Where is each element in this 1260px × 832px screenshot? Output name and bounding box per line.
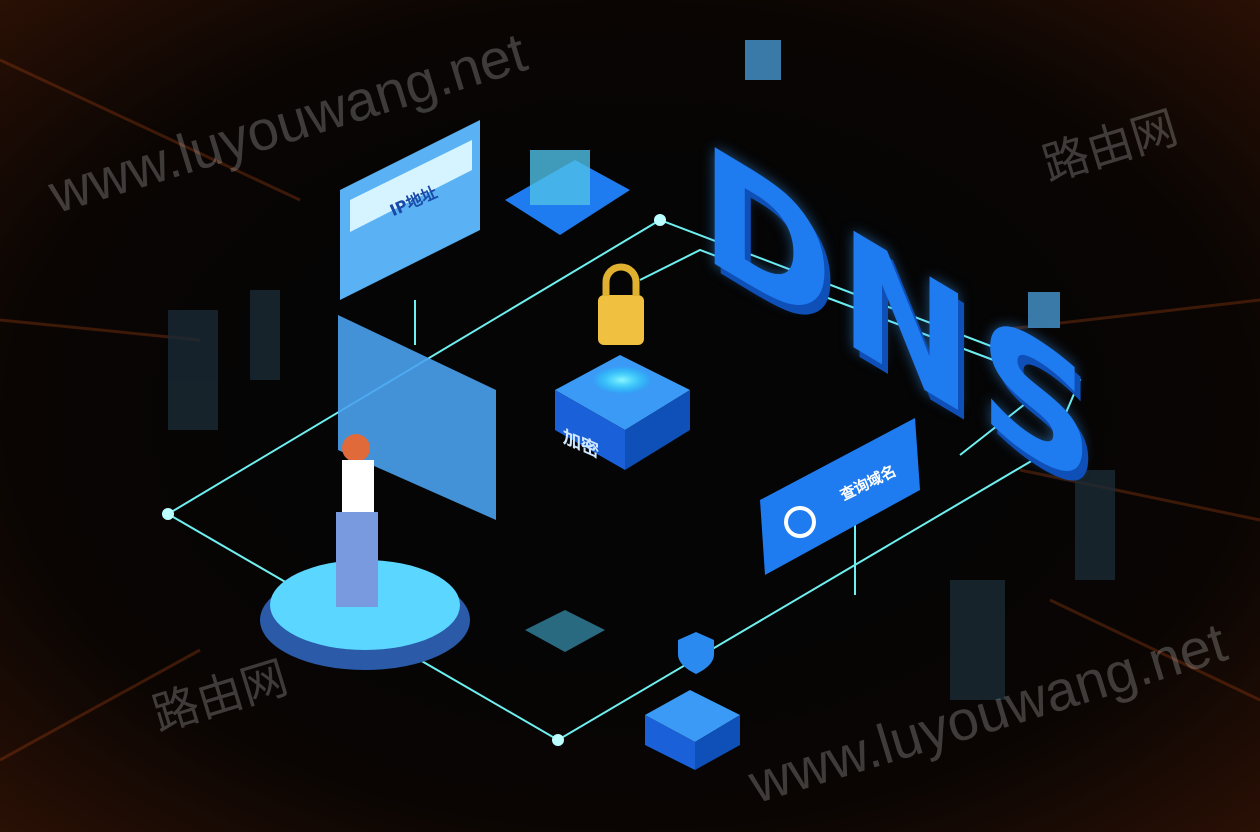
query-card bbox=[760, 418, 920, 575]
screen-panel bbox=[338, 315, 496, 520]
search-icon bbox=[784, 506, 816, 538]
cube bbox=[1028, 292, 1060, 328]
bg-towers bbox=[168, 290, 1115, 700]
cube bbox=[745, 40, 781, 80]
network-nodes bbox=[162, 214, 1056, 746]
network-lines bbox=[167, 218, 1082, 742]
person-figure bbox=[336, 434, 378, 607]
shield-icon bbox=[678, 632, 714, 674]
chip bbox=[525, 610, 605, 652]
light-rays bbox=[0, 58, 1260, 762]
shield-server bbox=[645, 690, 740, 742]
lock-icon bbox=[598, 295, 644, 345]
